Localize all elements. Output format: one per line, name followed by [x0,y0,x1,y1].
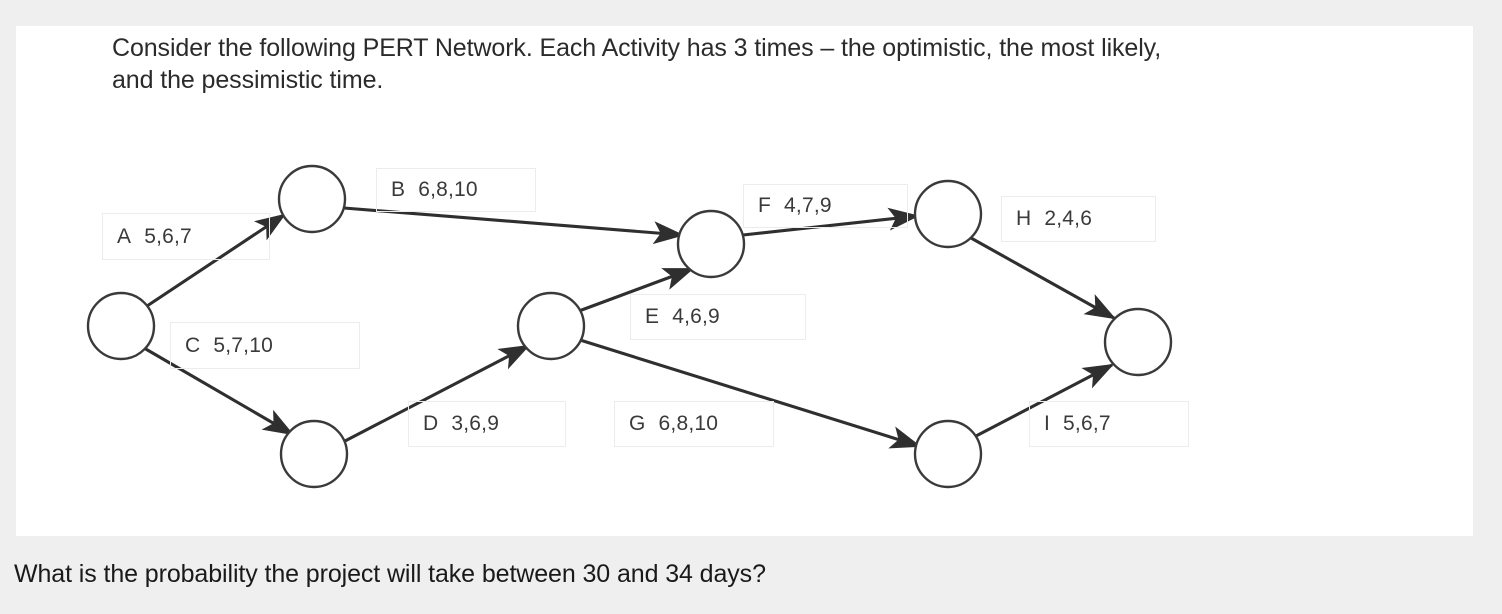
pert-network-diagram: A 5,6,7 B 6,8,10 C 5,7,10 D 3,6,9 E 4,6,… [16,26,1473,536]
node-n6 [913,179,983,249]
edge-i [975,363,1115,438]
activity-times-g: 6,8,10 [658,412,719,435]
edge-f [742,207,920,237]
node-group [86,164,1173,489]
node-n4 [516,291,586,361]
edge-g [579,338,922,449]
edge-d [344,344,531,443]
prompt-text: Consider the following PERT Network. Eac… [112,32,1402,96]
activity-code-h: H [1016,207,1032,230]
activity-label-f: F 4,7,9 [743,184,908,228]
node-n7 [913,419,983,489]
edge-group [143,206,1117,449]
content-card: Consider the following PERT Network. Eac… [16,26,1473,536]
edge-a [146,213,287,308]
node-n3 [279,419,349,489]
activity-code-f: F [758,194,772,217]
node-n2 [277,164,347,234]
activity-code-c: C [185,333,201,357]
node-n5 [676,209,746,279]
activity-label-g: G 6,8,10 [614,401,774,447]
activity-times-f: 4,7,9 [784,194,832,217]
activity-label-c: C 5,7,10 [170,322,360,369]
activity-label-b: B 6,8,10 [376,168,536,212]
activity-label-e: E 4,6,9 [630,294,806,340]
node-n1 [86,291,156,361]
activity-code-d: D [423,412,439,435]
activity-code-b: B [391,178,406,201]
activity-times-c: 5,7,10 [213,333,273,357]
prompt-line-2: and the pessimistic time. [112,66,384,94]
activity-times-d: 3,6,9 [451,412,500,435]
activity-label-a: A 5,6,7 [102,213,270,260]
activity-times-i: 5,6,7 [1063,412,1111,435]
activity-label-d: D 3,6,9 [408,401,566,447]
node-n8 [1103,307,1173,377]
activity-code-i: I [1044,412,1051,435]
edge-c [143,346,295,436]
activity-code-g: G [629,412,646,435]
network-svg [86,164,1173,489]
activity-label-h: H 2,4,6 [1001,196,1156,242]
prompt-line-1: Consider the following PERT Network. Eac… [112,34,1162,62]
edge-h [970,236,1117,320]
activity-label-i: I 5,6,7 [1029,401,1189,447]
edge-e [578,267,695,313]
activity-times-a: 5,6,7 [144,224,192,248]
activity-times-h: 2,4,6 [1044,207,1093,230]
edge-b [343,206,685,245]
activity-code-a: A [117,224,132,248]
question-text: What is the probability the project will… [14,560,766,588]
activity-code-e: E [645,305,660,328]
activity-times-b: 6,8,10 [418,178,478,201]
activity-times-e: 4,6,9 [672,305,720,328]
